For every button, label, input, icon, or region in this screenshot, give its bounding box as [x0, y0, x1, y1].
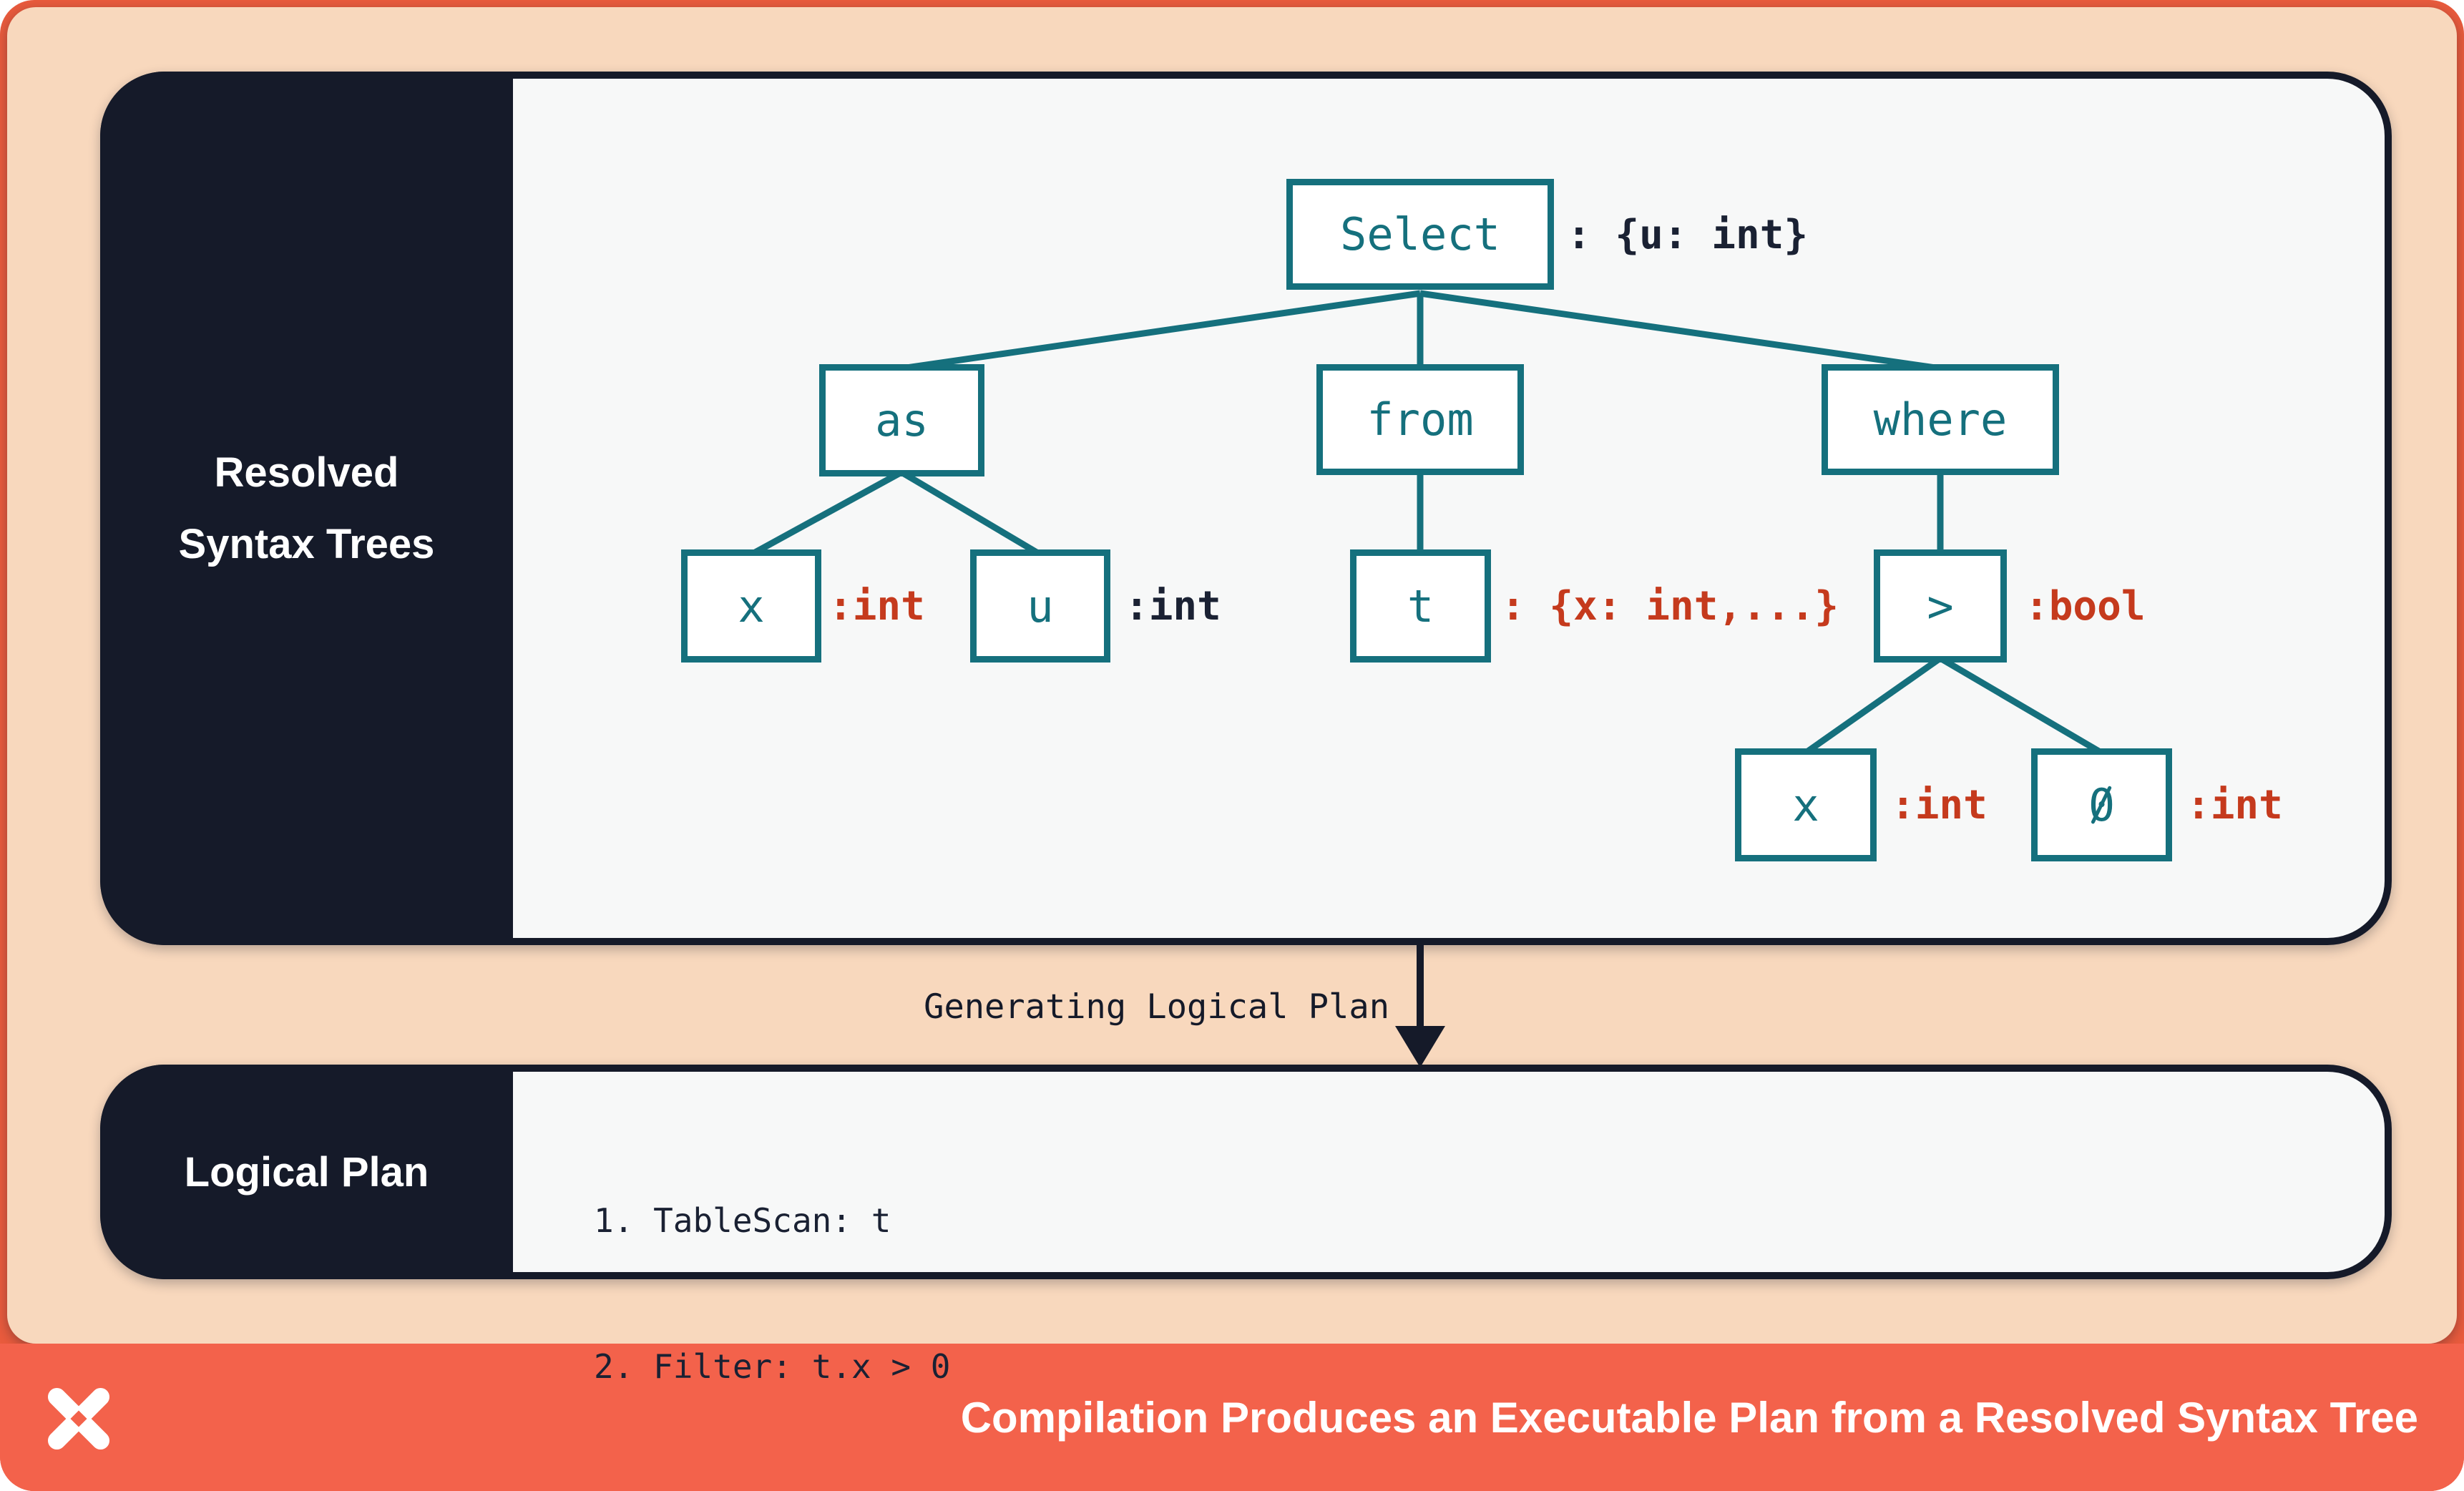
sidebar-title-line2: Syntax Trees — [178, 520, 435, 567]
sidebar-title-line1: Resolved — [214, 449, 399, 496]
tree-node-where: where — [1822, 364, 2059, 475]
tree-node-x-under-as: x — [681, 549, 821, 663]
tree-node-as: as — [819, 364, 984, 476]
tree-node-label: x — [1792, 778, 1819, 831]
tree-node-t: t — [1350, 549, 1491, 663]
tree-node-label: from — [1367, 393, 1474, 446]
resolved-syntax-trees-sidebar: Resolved Syntax Trees — [100, 72, 513, 945]
type-annotation-select: : {u: int} — [1567, 211, 1809, 258]
tree-node-from: from — [1316, 364, 1524, 475]
tree-node-select: Select — [1286, 179, 1554, 290]
tree-node-label: > — [1927, 580, 1954, 632]
tree-node-label: where — [1873, 393, 2008, 446]
footer-bar — [0, 1344, 2464, 1491]
tree-node-greater-than: > — [1874, 549, 2007, 663]
type-annotation-t: : {x: int,...} — [1501, 582, 1839, 630]
tree-node-label: 0 — [2088, 778, 2116, 831]
tree-node-label: x — [738, 580, 765, 632]
type-annotation-zero: :int — [2186, 781, 2283, 828]
type-annotation-u: :int — [1125, 582, 1221, 630]
tree-node-label: u — [1027, 580, 1054, 632]
type-annotation-greater-than: :bool — [2025, 582, 2146, 630]
tree-node-label: t — [1407, 580, 1434, 632]
tree-node-x-under-gt: x — [1735, 748, 1877, 861]
sidebar-title: Logical Plan — [184, 1148, 429, 1196]
tree-node-zero: 0 — [2031, 748, 2172, 861]
footer-title: Compilation Produces an Executable Plan … — [960, 1393, 2418, 1442]
tree-node-label: Select — [1340, 208, 1500, 260]
type-annotation-x-under-as: :int — [828, 582, 925, 630]
logical-plan-sidebar: Logical Plan — [100, 1065, 513, 1279]
tree-node-u: u — [970, 549, 1110, 663]
tree-node-label: as — [875, 394, 929, 446]
logical-plan-steps: 1. TableScan: t 2. Filter: t.x > 0 3. Pr… — [594, 1099, 1050, 1491]
plan-step-1: 1. TableScan: t — [594, 1201, 891, 1240]
transition-label: Generating Logical Plan — [924, 987, 1389, 1027]
pinwheel-x-logo-icon — [47, 1387, 110, 1450]
type-annotation-x-under-gt: :int — [1891, 781, 1988, 828]
plan-step-2: 2. Filter: t.x > 0 — [594, 1347, 951, 1386]
